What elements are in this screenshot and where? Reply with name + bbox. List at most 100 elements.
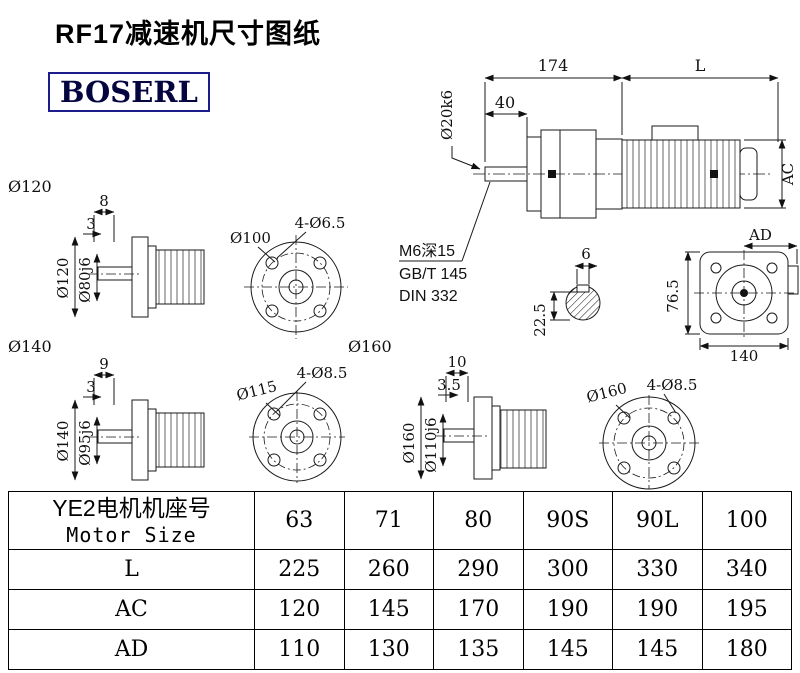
table-row-AC: AC 120 145 170 190 190 195 bbox=[8, 589, 792, 630]
bolt-hole bbox=[313, 256, 327, 270]
flange-120 bbox=[131, 236, 149, 318]
row-label-L: L bbox=[8, 549, 255, 590]
size-90S-cell: 90S bbox=[522, 491, 613, 550]
bolt-hole bbox=[267, 453, 281, 467]
thread-spec: M6深15 bbox=[399, 242, 455, 260]
fan-cover bbox=[739, 147, 758, 201]
dim-key-depth: 22.5 bbox=[531, 303, 549, 336]
dim-140-top: 9 bbox=[99, 355, 109, 373]
dim-120-dia: Ø120 bbox=[54, 258, 72, 299]
motor-size-header-cell: YE2电机机座号 Motor Size bbox=[8, 491, 255, 550]
terminal-box bbox=[651, 125, 699, 141]
shaft-stub bbox=[97, 266, 133, 281]
table-row-AD: AD 110 130 135 145 145 180 bbox=[8, 629, 792, 670]
value-cell: 190 bbox=[612, 589, 703, 630]
dim-160f-holes: 4-Ø8.5 bbox=[647, 376, 698, 394]
bolt-hole bbox=[617, 461, 631, 475]
dim-40: 40 bbox=[495, 93, 515, 112]
dim-AD: AD bbox=[748, 226, 772, 244]
section-label-140: Ø140 bbox=[8, 337, 52, 356]
dim-140-top2: 3 bbox=[86, 378, 96, 396]
flange-160 bbox=[473, 396, 493, 480]
bolt-hole bbox=[710, 312, 722, 324]
bolt-hole bbox=[667, 461, 681, 475]
technical-drawing: Ø120 8 3 Ø120 Ø80j6 Ø100 4-Ø6.5 bbox=[8, 56, 799, 490]
dim-120-bore: Ø80j6 bbox=[76, 257, 94, 303]
size-80-cell: 80 bbox=[433, 491, 524, 550]
dim-160f-dia: Ø160 bbox=[585, 379, 629, 406]
value-cell: 330 bbox=[612, 549, 703, 590]
view-output-flange-side: AD 76.5 140 bbox=[664, 226, 799, 365]
view-100-front: Ø100 4-Ø6.5 bbox=[230, 214, 348, 339]
bolt-hole bbox=[766, 312, 778, 324]
shaft-stub bbox=[443, 428, 475, 443]
size-90L-cell: 90L bbox=[612, 491, 703, 550]
bolt-hole bbox=[667, 411, 681, 425]
value-cell: 190 bbox=[522, 589, 613, 630]
value-cell: 145 bbox=[612, 629, 703, 670]
bolt-hole bbox=[766, 262, 778, 274]
page-title: RF17减速机尺寸图纸 bbox=[55, 19, 322, 49]
bolt-hole bbox=[313, 407, 327, 421]
bolt-hole bbox=[710, 262, 722, 274]
table-header-row: YE2电机机座号 Motor Size 63 71 80 90S 90L 100 bbox=[8, 491, 792, 550]
size-71-cell: 71 bbox=[343, 491, 434, 550]
value-cell: 340 bbox=[701, 549, 792, 590]
section-label-120: Ø120 bbox=[8, 177, 52, 196]
value-cell: 195 bbox=[701, 589, 792, 630]
motor-body bbox=[621, 139, 741, 209]
dim-120-top: 8 bbox=[99, 192, 109, 210]
value-cell: 130 bbox=[343, 629, 434, 670]
dim-76-5: 76.5 bbox=[664, 279, 682, 312]
size-63-cell: 63 bbox=[254, 491, 345, 550]
value-cell: 170 bbox=[433, 589, 524, 630]
view-160-front: Ø160 4-Ø8.5 bbox=[585, 376, 699, 490]
gearbox-body-160 bbox=[499, 409, 547, 469]
view-140-side: Ø140 9 3 Ø140 Ø95j6 bbox=[8, 337, 205, 481]
dim-120-top2: 3 bbox=[86, 215, 96, 233]
dim-100-holes: 4-Ø6.5 bbox=[295, 214, 346, 232]
header-en: Motor Size bbox=[66, 522, 197, 547]
dim-shaft-dia: Ø20k6 bbox=[438, 90, 456, 140]
dimension-table: YE2电机机座号 Motor Size 63 71 80 90S 90L 100… bbox=[8, 491, 792, 670]
size-100-cell: 100 bbox=[701, 491, 792, 550]
gearbox-body-140 bbox=[155, 412, 205, 468]
dim-160-top: 10 bbox=[447, 353, 466, 371]
dim-AC: AC bbox=[779, 163, 797, 186]
shaft-stub bbox=[97, 429, 133, 444]
row-label-AD: AD bbox=[8, 629, 255, 670]
boserl-logo-text: BOSERL bbox=[60, 75, 198, 109]
view-115-front: Ø115 4-Ø8.5 bbox=[235, 364, 348, 483]
value-cell: 180 bbox=[701, 629, 792, 670]
value-cell: 145 bbox=[343, 589, 434, 630]
view-main-assembly: 174 L 40 Ø20k6 AC bbox=[438, 56, 797, 219]
row-label-AC: AC bbox=[8, 589, 255, 630]
value-cell: 225 bbox=[254, 549, 345, 590]
value-cell: 145 bbox=[522, 629, 613, 670]
dim-160-top2: 3.5 bbox=[437, 376, 461, 394]
value-cell: 120 bbox=[254, 589, 345, 630]
header-cn: YE2电机机座号 bbox=[52, 494, 211, 521]
value-cell: 290 bbox=[433, 549, 524, 590]
dim-160-dia: Ø160 bbox=[400, 423, 418, 464]
value-cell: 110 bbox=[254, 629, 345, 670]
bolt-hole bbox=[313, 453, 327, 467]
section-label-160: Ø160 bbox=[348, 337, 392, 356]
key-symbol bbox=[548, 170, 556, 178]
shaft-section-view: 6 22.5 bbox=[531, 245, 601, 337]
value-cell: 135 bbox=[433, 629, 524, 670]
thread-note: M6深15 GB/T 145 DIN 332 bbox=[399, 181, 491, 305]
thread-standard-1: GB/T 145 bbox=[399, 266, 467, 283]
dim-140-bore: Ø95j6 bbox=[76, 420, 94, 466]
bolt-hole bbox=[313, 304, 327, 318]
view-120-side: Ø120 8 3 Ø120 Ø80j6 bbox=[8, 177, 205, 318]
value-cell: 300 bbox=[522, 549, 613, 590]
junction-box bbox=[787, 265, 799, 295]
bolt-hole bbox=[267, 407, 281, 421]
table-row-L: L 225 260 290 300 330 340 bbox=[8, 549, 792, 590]
dim-115-holes: 4-Ø8.5 bbox=[297, 364, 348, 382]
bolt-hole bbox=[265, 256, 279, 270]
keyway-slot bbox=[576, 284, 590, 293]
dim-key-width: 6 bbox=[581, 245, 591, 263]
dim-160-bore: Ø110j6 bbox=[422, 417, 440, 472]
